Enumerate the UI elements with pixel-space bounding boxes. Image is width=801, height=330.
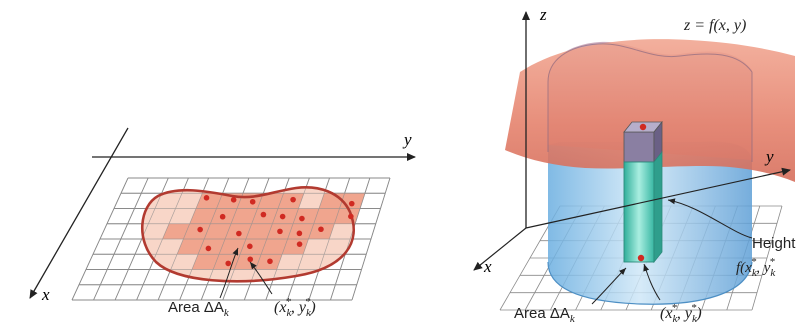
region-cell xyxy=(204,223,232,239)
left-x-axis-label: x xyxy=(41,285,50,304)
sample-point xyxy=(296,241,303,247)
right-area-pointer xyxy=(591,267,627,305)
left-y-axis-label: y xyxy=(402,130,412,149)
sample-point xyxy=(348,213,354,220)
left-panel: y x Area ΔAk (xk*, yk*) xyxy=(29,127,416,319)
region-cell xyxy=(257,193,284,209)
right-panel: z y x z = f(x, y) Height f(xk*, yk* Area… xyxy=(473,5,796,325)
sample-point xyxy=(279,213,286,220)
sample-point xyxy=(267,258,273,265)
sample-point xyxy=(219,213,226,220)
left-area-pointer xyxy=(219,247,239,299)
region-cell xyxy=(261,239,288,255)
column-body xyxy=(623,161,655,263)
sample-point xyxy=(348,200,355,207)
column-base-point xyxy=(637,254,645,262)
sample-point xyxy=(230,197,237,203)
region-cell xyxy=(272,208,299,224)
sample-point xyxy=(247,256,254,263)
cylinder-outline-upper xyxy=(547,43,753,162)
sample-point xyxy=(205,245,212,252)
height-value: f(xk*, yk* xyxy=(736,256,776,279)
sample-point xyxy=(277,228,283,235)
left-x-axis xyxy=(29,127,129,299)
sample-point xyxy=(197,226,203,233)
right-z-axis-label: z xyxy=(539,5,547,24)
region-cell xyxy=(196,193,223,209)
region-cell xyxy=(191,254,220,270)
region-cell xyxy=(245,223,273,239)
region-cell xyxy=(189,208,217,224)
column-body-side xyxy=(653,150,663,264)
sample-point xyxy=(296,230,303,237)
sample-point xyxy=(299,215,305,222)
right-point-pointer xyxy=(643,263,661,301)
right-x-axis xyxy=(473,227,527,271)
column-top-point xyxy=(639,123,647,131)
right-point-label: (xk*, yk*) xyxy=(660,302,702,325)
height-label: Height xyxy=(752,235,796,252)
left-area-label: Area ΔAk xyxy=(168,299,230,319)
region-cell xyxy=(313,208,340,224)
surface-label: z = f(x, y) xyxy=(683,17,746,34)
region-cell xyxy=(240,239,267,255)
sample-point xyxy=(236,230,242,237)
left-sample-points xyxy=(197,195,355,267)
sample-point xyxy=(290,196,296,203)
surface xyxy=(505,39,795,183)
region-cell xyxy=(231,208,258,224)
right-x-axis-label: x xyxy=(483,257,492,276)
cylinder-lower-edge xyxy=(547,261,753,305)
column-cap xyxy=(623,131,655,163)
region-cell xyxy=(177,239,205,255)
left-region-outline xyxy=(141,186,355,283)
sample-point xyxy=(247,243,253,250)
sample-point xyxy=(260,211,267,218)
right-y-axis-label: y xyxy=(764,147,774,166)
height-pointer xyxy=(667,198,753,239)
left-point-label: (xk*, yk*) xyxy=(274,296,316,319)
region-cell xyxy=(183,223,211,239)
region-cell xyxy=(219,239,246,255)
sample-point xyxy=(203,195,210,201)
region-cell xyxy=(162,223,190,239)
right-area-label: Area ΔAk xyxy=(514,305,576,325)
region-cell xyxy=(198,239,226,255)
sample-point xyxy=(318,226,324,233)
left-point-pointer xyxy=(249,261,273,295)
sample-point xyxy=(225,260,232,267)
sample-point xyxy=(249,198,256,205)
right-y-axis xyxy=(525,167,791,229)
